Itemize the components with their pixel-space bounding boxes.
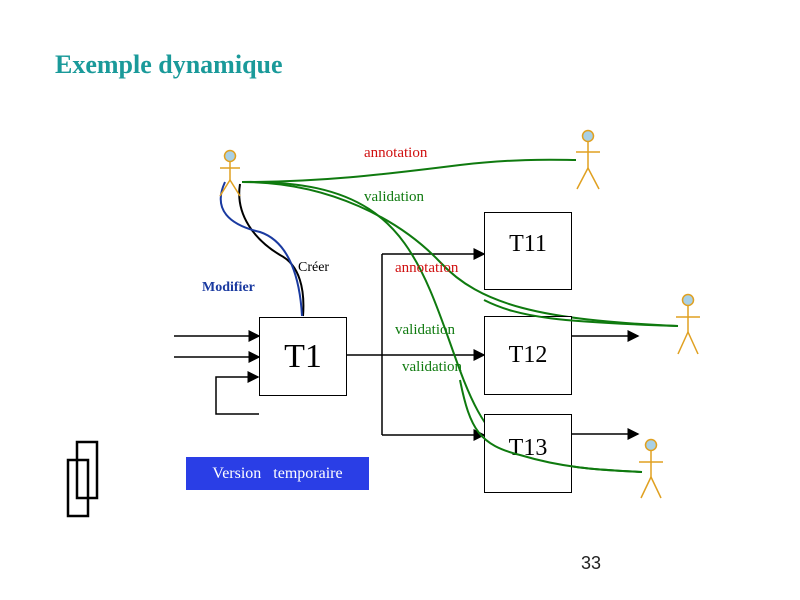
modifier-curve bbox=[219, 181, 303, 317]
task-t11[interactable]: T11 bbox=[484, 212, 572, 290]
creer-curve bbox=[238, 183, 305, 317]
task-t12[interactable]: T12 bbox=[484, 316, 572, 395]
annotation-curve-top bbox=[241, 158, 577, 183]
task-t13-label: T13 bbox=[508, 435, 548, 461]
modifier-label: Modifier bbox=[202, 280, 255, 295]
version-icon bbox=[66, 440, 99, 518]
creer-label: Créer bbox=[298, 260, 330, 275]
version-temporaire-badge: Version temporaire bbox=[186, 457, 369, 490]
actor-top-right bbox=[576, 129, 600, 190]
t1-feedback-loop bbox=[215, 371, 260, 415]
actor-bottom-right bbox=[639, 438, 663, 499]
task-t1-label: T1 bbox=[284, 337, 322, 375]
slide-title: Exemple dynamique bbox=[55, 50, 283, 79]
annotation-label-top: annotation bbox=[364, 145, 428, 161]
validation-label-low: validation bbox=[402, 359, 462, 375]
task-t1[interactable]: T1 bbox=[259, 317, 347, 396]
task-t13[interactable]: T13 bbox=[484, 414, 572, 493]
annotation-label-mid: annotation bbox=[395, 260, 459, 276]
page-number: 33 bbox=[581, 553, 602, 573]
task-t11-label: T11 bbox=[509, 231, 547, 257]
validation-label-top: validation bbox=[364, 189, 424, 205]
task-t12-label: T12 bbox=[508, 342, 548, 368]
actor-middle-right bbox=[676, 293, 700, 355]
validation-label-mid: validation bbox=[395, 322, 455, 338]
actor-top-left bbox=[219, 149, 241, 197]
